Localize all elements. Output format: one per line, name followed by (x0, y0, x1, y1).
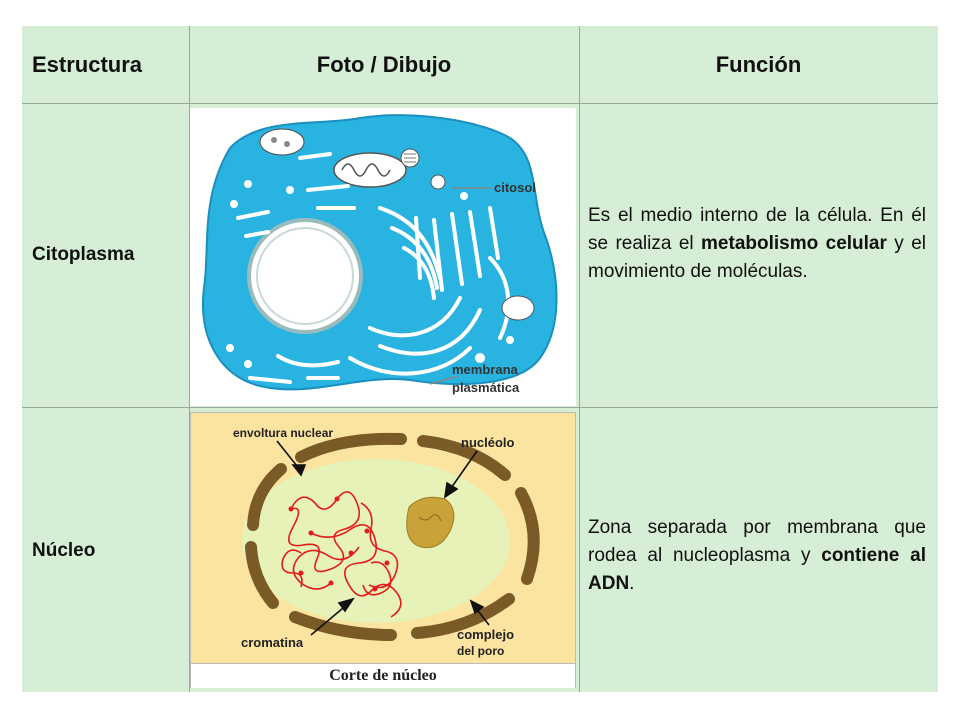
function-nucleo: Zona separada por membrana que rodea al … (588, 517, 926, 594)
nucleus-shape (247, 218, 363, 334)
nucleus-diagram: envoltura nuclear nucléolo cromatina com… (233, 426, 540, 658)
row-label-nucleo: Núcleo (32, 540, 96, 561)
label-del-poro: del poro (457, 644, 504, 658)
row-label-citoplasma: Citoplasma (32, 244, 135, 265)
row-divider-header (22, 103, 938, 104)
membrana-leader (429, 375, 459, 385)
chromatin (281, 491, 402, 618)
vesicle (259, 128, 305, 156)
label-cromatina: cromatina (241, 635, 304, 650)
label-envoltura-nuclear: envoltura nuclear (233, 426, 333, 440)
endoplasmic-reticulum (236, 152, 511, 384)
label-complejo: complejo (457, 627, 514, 642)
structure-table: Estructura Foto / Dibujo Función Citopla… (22, 26, 938, 692)
row-divider-1 (22, 407, 938, 408)
cytoplasm-figure: citosol membrana plasmática (190, 108, 576, 406)
nuclear-envelope (245, 432, 540, 641)
mitochondrion (333, 152, 407, 188)
label-citosol: citosol (494, 180, 536, 195)
cell-diagram: citosol membrana plasmática (202, 114, 558, 395)
label-arrows (276, 440, 490, 636)
function-citoplasma: Es el medio interno de la célula. En él … (588, 205, 926, 282)
nucleus-figure: envoltura nuclear nucléolo cromatina com… (190, 412, 576, 688)
header-foto-dibujo: Foto / Dibujo (316, 51, 452, 77)
column-divider-2 (579, 26, 580, 692)
header-funcion: Función (715, 51, 802, 77)
nucleus-caption: Corte de núcleo (191, 663, 575, 688)
column-divider-1 (189, 26, 190, 692)
header-estructura: Estructura (32, 51, 143, 77)
nucleolus (406, 496, 455, 549)
label-plasmatica: plasmática (452, 380, 520, 395)
label-nucleolo: nucléolo (461, 435, 515, 450)
label-membrana: membrana (452, 362, 519, 377)
